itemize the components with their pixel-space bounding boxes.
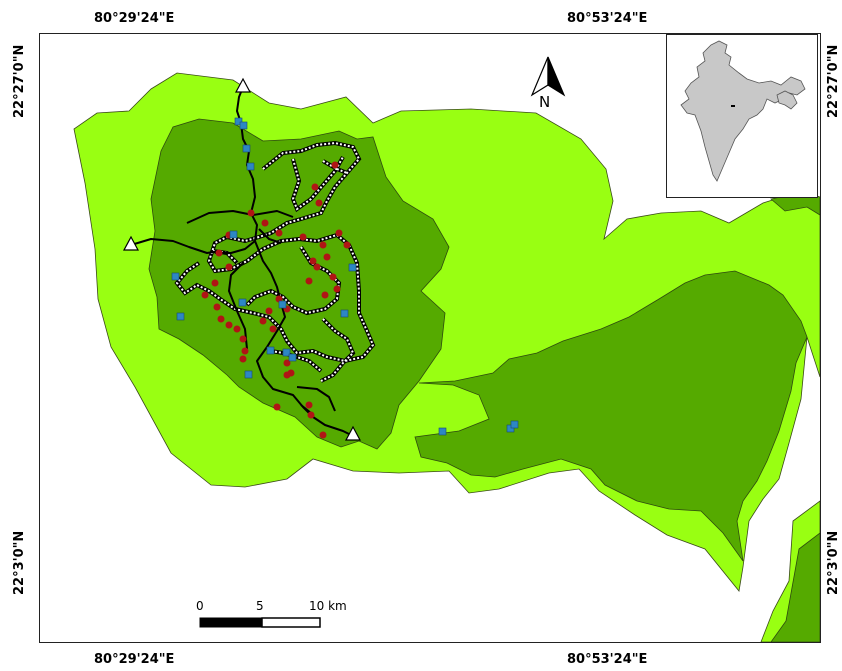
coord-label-bottom-left: 80°29'24"E [94,652,175,667]
study-area-marker [731,105,735,107]
scale-bar [199,617,321,628]
east-forest-zone [414,270,808,562]
coord-label-right-upper: 22°27'0"N [826,44,841,118]
coord-label-bottom-right: 80°53'24"E [567,652,648,667]
coord-label-top-left: 80°29'24"E [94,11,175,26]
circle-markers [201,161,351,439]
inset-locator-map [666,34,818,198]
coord-label-top-right: 80°53'24"E [567,11,648,26]
edge-zone-dark-lower-right [770,532,820,642]
coord-label-left-upper: 22°27'0"N [12,44,27,118]
scale-label-0: 0 [196,599,204,613]
country-outline [680,40,806,182]
square-markers [171,117,519,436]
triangle-markers [122,77,362,441]
scale-label-10: 10 km [309,599,347,613]
inset-svg [680,40,806,182]
west-forest-zone [148,118,450,450]
map-svg[interactable] [40,34,820,642]
road-network [130,86,352,436]
north-arrow-icon [530,56,566,97]
scale-label-5: 5 [256,599,264,613]
country-east-lobe [776,90,798,110]
coord-label-right-lower: 22°3'0"N [826,530,841,595]
coord-label-left-lower: 22°3'0"N [12,530,27,595]
north-label: N [539,93,551,111]
